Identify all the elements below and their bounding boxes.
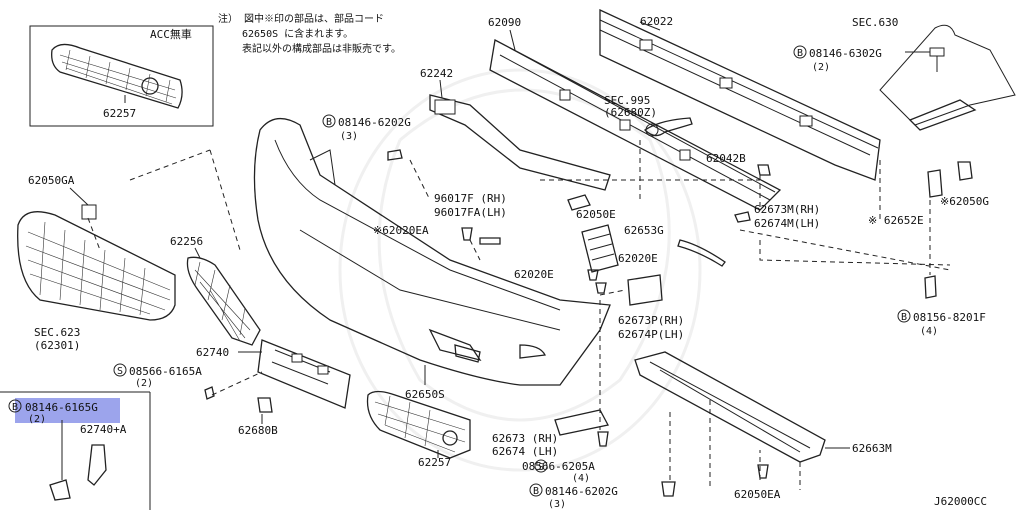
label-62680Z: (62680Z) [604, 106, 657, 119]
label-62674M: 62674M(LH) [754, 217, 820, 230]
label-62042B: 62042B [706, 152, 746, 165]
label-62650S: 62650S [405, 388, 445, 401]
label-08146-6302G: 08146-6302G [809, 47, 882, 60]
note-block: 注） 図中※印の部品は、部品コード 62650S に含まれます。 表記以外の構成… [218, 12, 401, 55]
label-62050E: 62050E [576, 208, 616, 221]
label-62022: 62022 [640, 15, 673, 28]
label-sec630: SEC.630 [852, 16, 898, 29]
bumper-fascia-62650S: 62650S [253, 118, 611, 401]
label-62020E-a: 62020E [514, 268, 554, 281]
label-62663M: 62663M [852, 442, 892, 455]
label-62090: 62090 [488, 16, 521, 29]
bumper-clips: 96017F (RH) 96017FA(LH) 62050E ※62020EA [373, 192, 616, 245]
lower-bracket-62673: 62673 (RH) 62674 (LH) 08566-6205A S (4) [492, 409, 609, 484]
inset-acc-box: ACC無車 62257 [29, 25, 214, 127]
absorber-62090: 62090 [488, 16, 782, 211]
qty-2-a: (2) [812, 62, 830, 73]
label-08566-6165A: 08566-6165A [129, 365, 202, 378]
inset-grille-shape [51, 43, 183, 109]
qty-4-b: (4) [572, 473, 590, 484]
label-62652E: ※ 62652E [868, 214, 924, 227]
leader-lines [87, 140, 951, 490]
label-62674P: 62674P(LH) [618, 328, 684, 341]
radiator-grille: 62050GA SEC.623 (62301) [17, 174, 176, 352]
label-62740A: 62740+A [80, 423, 127, 436]
prefix-s-6165: S [117, 366, 123, 377]
license-bracket-62740: 62740 S 08566-6165A (2) [113, 339, 351, 409]
label-62673P: 62673P(RH) [618, 314, 684, 327]
side-brackets: 62673M(RH) 62674M(LH) 62653G 62020E 6202… [514, 203, 820, 306]
prefix-b-6202a: B [326, 117, 332, 128]
undercover-62663M: 62663M 62050EA B 08146-6202G (3) [529, 351, 892, 510]
label-62653G: 62653G [624, 224, 664, 237]
label-08146-6165G: 08146-6165G [25, 401, 98, 414]
label-62242: 62242 [420, 67, 453, 80]
prefix-b-8201: B [901, 312, 907, 323]
prefix-b-6202b: B [533, 486, 539, 497]
prefix-s-6205: S [538, 462, 544, 473]
label-62257: 62257 [418, 456, 451, 469]
label-62256: 62256 [170, 235, 203, 248]
label-08156-8201F: 08156-8201F [913, 311, 986, 324]
label-62020E-b: 62020E [618, 252, 658, 265]
fog-grille-62257: 62257 [366, 390, 471, 469]
right-fasteners: ※62050G ※ 62652E B 08156-8201F (4) [868, 161, 989, 337]
label-62301: (62301) [34, 339, 80, 352]
qty-3-b: (3) [548, 499, 566, 510]
sec-630-group: SEC.630 B 08146-6302G (2) [793, 16, 1016, 131]
clip-62680B: 62680B [238, 397, 278, 437]
qty-3-a: (3) [340, 131, 358, 142]
sec-995-group: SEC.995 (62680Z) 62042B [604, 94, 771, 176]
label-62673: 62673 (RH) [492, 432, 558, 445]
fog-grille-62256: 62256 [170, 235, 261, 346]
diagram-code: J62000CC [934, 495, 987, 508]
reinforcement-62022: 62022 [599, 8, 881, 181]
note-line-1: 注） 図中※印の部品は、部品コード [218, 12, 384, 25]
label-62050G: ※62050G [940, 195, 989, 208]
label-08146-6202G-a: 08146-6202G [338, 116, 411, 129]
qty-4-a: (4) [920, 326, 938, 337]
label-62050EA: 62050EA [734, 488, 781, 501]
prefix-b-6165: B [12, 402, 18, 413]
label-62680B: 62680B [238, 424, 278, 437]
label-62674: 62674 (LH) [492, 445, 558, 458]
label-62020EA: ※62020EA [373, 224, 429, 237]
bracket-box-62740A: B 08146-6165G (2) 62740+A [0, 391, 151, 510]
note-line-2: 62650S に含まれます。 [242, 27, 353, 40]
label-62050GA: 62050GA [28, 174, 75, 187]
label-62673M: 62673M(RH) [754, 203, 820, 216]
label-sec995: SEC.995 [604, 94, 650, 107]
inset-part-62257: 62257 [103, 107, 136, 120]
qty-2-b: (2) [135, 378, 153, 389]
label-sec623: SEC.623 [34, 326, 80, 339]
label-08566-6205A-star: 08566-6205A [522, 460, 595, 473]
label-08146-6202G-b: 08146-6202G [545, 485, 618, 498]
label-96017F: 96017F (RH) [434, 192, 507, 205]
note-line-3: 表記以外の構成部品は非販売です。 [242, 42, 401, 55]
highlight-08146-6165G [15, 398, 120, 423]
label-96017FA: 96017FA(LH) [434, 206, 507, 219]
label-group-62673P: 62673P(RH) 62674P(LH) [618, 314, 684, 341]
inset-title: ACC無車 [150, 27, 192, 41]
prefix-b-6302: B [797, 48, 803, 59]
bracket-62242: 62242 B 08146-6202G (3) [322, 67, 611, 191]
label-62740: 62740 [196, 346, 229, 359]
qty-2-c: (2) [28, 414, 46, 425]
